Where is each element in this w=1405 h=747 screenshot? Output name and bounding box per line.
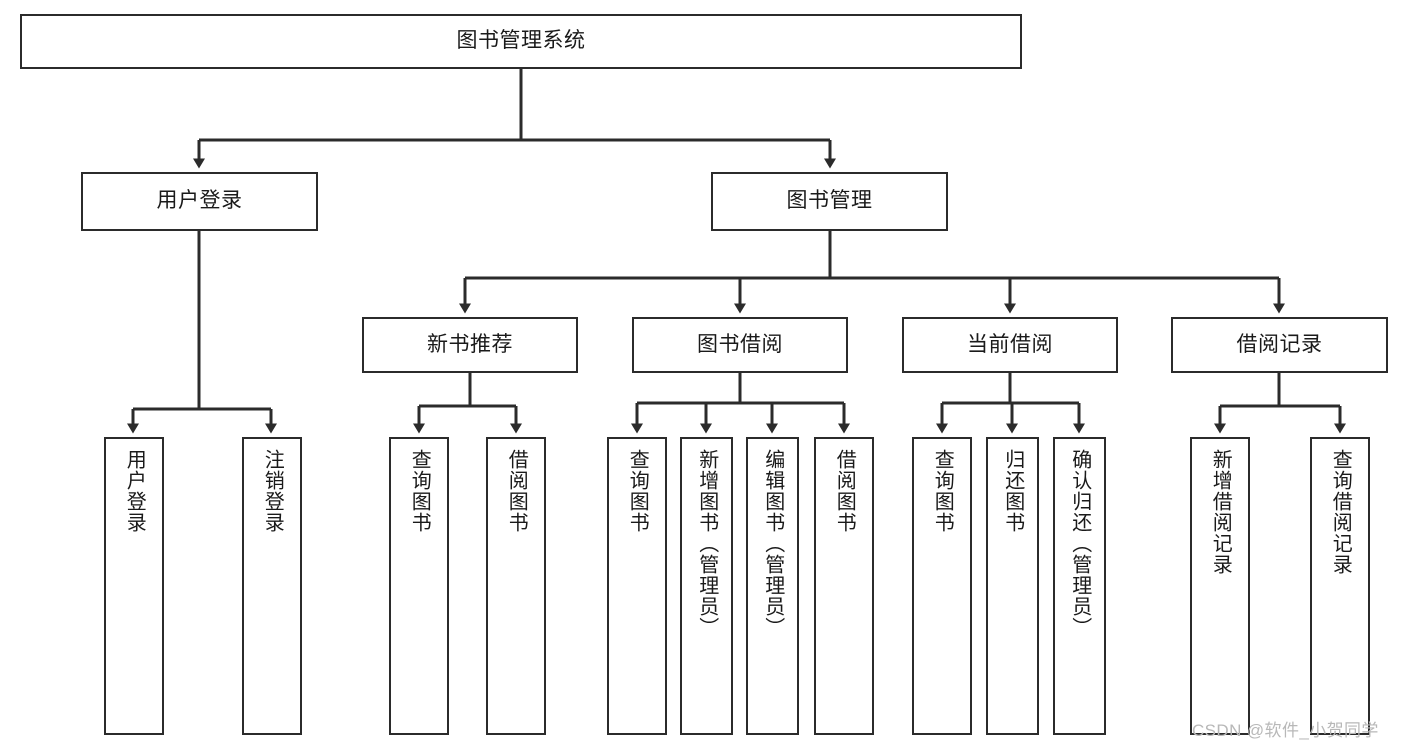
node-leaf-add-book-label: 新增图书（管理员） bbox=[695, 449, 718, 638]
node-book-manage-label: 图书管理 bbox=[786, 189, 873, 213]
node-leaf-query-book-2[interactable]: 查询图书 bbox=[607, 437, 667, 735]
node-leaf-query-record-label: 查询借阅记录 bbox=[1329, 449, 1352, 575]
node-borrow-record-label: 借阅记录 bbox=[1236, 332, 1323, 356]
node-leaf-borrow-book-2[interactable]: 借阅图书 bbox=[814, 437, 874, 735]
node-user-login[interactable]: 用户登录 bbox=[81, 172, 318, 231]
node-current-borrow-label: 当前借阅 bbox=[967, 332, 1053, 356]
node-leaf-query-record[interactable]: 查询借阅记录 bbox=[1310, 437, 1370, 735]
node-leaf-query-book-2-label: 查询图书 bbox=[626, 449, 649, 533]
node-user-login-label: 用户登录 bbox=[156, 189, 243, 213]
node-leaf-edit-book-label: 编辑图书（管理员） bbox=[761, 449, 784, 638]
node-leaf-borrow-book-1-label: 借阅图书 bbox=[505, 449, 528, 533]
node-book-borrow[interactable]: 图书借阅 bbox=[632, 317, 848, 373]
node-leaf-user-login[interactable]: 用户登录 bbox=[104, 437, 164, 735]
node-leaf-return-book-label: 归还图书 bbox=[1001, 449, 1024, 533]
node-current-borrow[interactable]: 当前借阅 bbox=[902, 317, 1118, 373]
node-leaf-query-book-3[interactable]: 查询图书 bbox=[912, 437, 972, 735]
node-new-book-rec[interactable]: 新书推荐 bbox=[362, 317, 578, 373]
node-root-label: 图书管理系统 bbox=[456, 29, 586, 53]
node-leaf-borrow-book-2-label: 借阅图书 bbox=[833, 449, 856, 533]
node-leaf-add-record[interactable]: 新增借阅记录 bbox=[1190, 437, 1250, 735]
node-book-manage[interactable]: 图书管理 bbox=[711, 172, 948, 231]
node-leaf-user-logout-label: 注销登录 bbox=[261, 449, 284, 533]
node-leaf-borrow-book-1[interactable]: 借阅图书 bbox=[486, 437, 546, 735]
node-leaf-add-book[interactable]: 新增图书（管理员） bbox=[680, 437, 733, 735]
node-leaf-return-book[interactable]: 归还图书 bbox=[986, 437, 1039, 735]
node-leaf-edit-book[interactable]: 编辑图书（管理员） bbox=[746, 437, 799, 735]
node-leaf-add-record-label: 新增借阅记录 bbox=[1209, 449, 1232, 575]
node-new-book-rec-label: 新书推荐 bbox=[427, 332, 513, 356]
node-leaf-query-book-1[interactable]: 查询图书 bbox=[389, 437, 449, 735]
watermark-text: CSDN @软件_小贺同学 bbox=[1192, 721, 1379, 740]
node-leaf-query-book-3-label: 查询图书 bbox=[931, 449, 954, 533]
node-leaf-user-login-label: 用户登录 bbox=[123, 449, 146, 533]
node-root[interactable]: 图书管理系统 bbox=[20, 14, 1022, 69]
node-leaf-confirm-return[interactable]: 确认归还（管理员） bbox=[1053, 437, 1106, 735]
node-leaf-confirm-return-label: 确认归还（管理员） bbox=[1068, 449, 1091, 638]
node-book-borrow-label: 图书借阅 bbox=[697, 332, 783, 356]
node-leaf-user-logout[interactable]: 注销登录 bbox=[242, 437, 302, 735]
node-borrow-record[interactable]: 借阅记录 bbox=[1171, 317, 1388, 373]
node-leaf-query-book-1-label: 查询图书 bbox=[408, 449, 431, 533]
